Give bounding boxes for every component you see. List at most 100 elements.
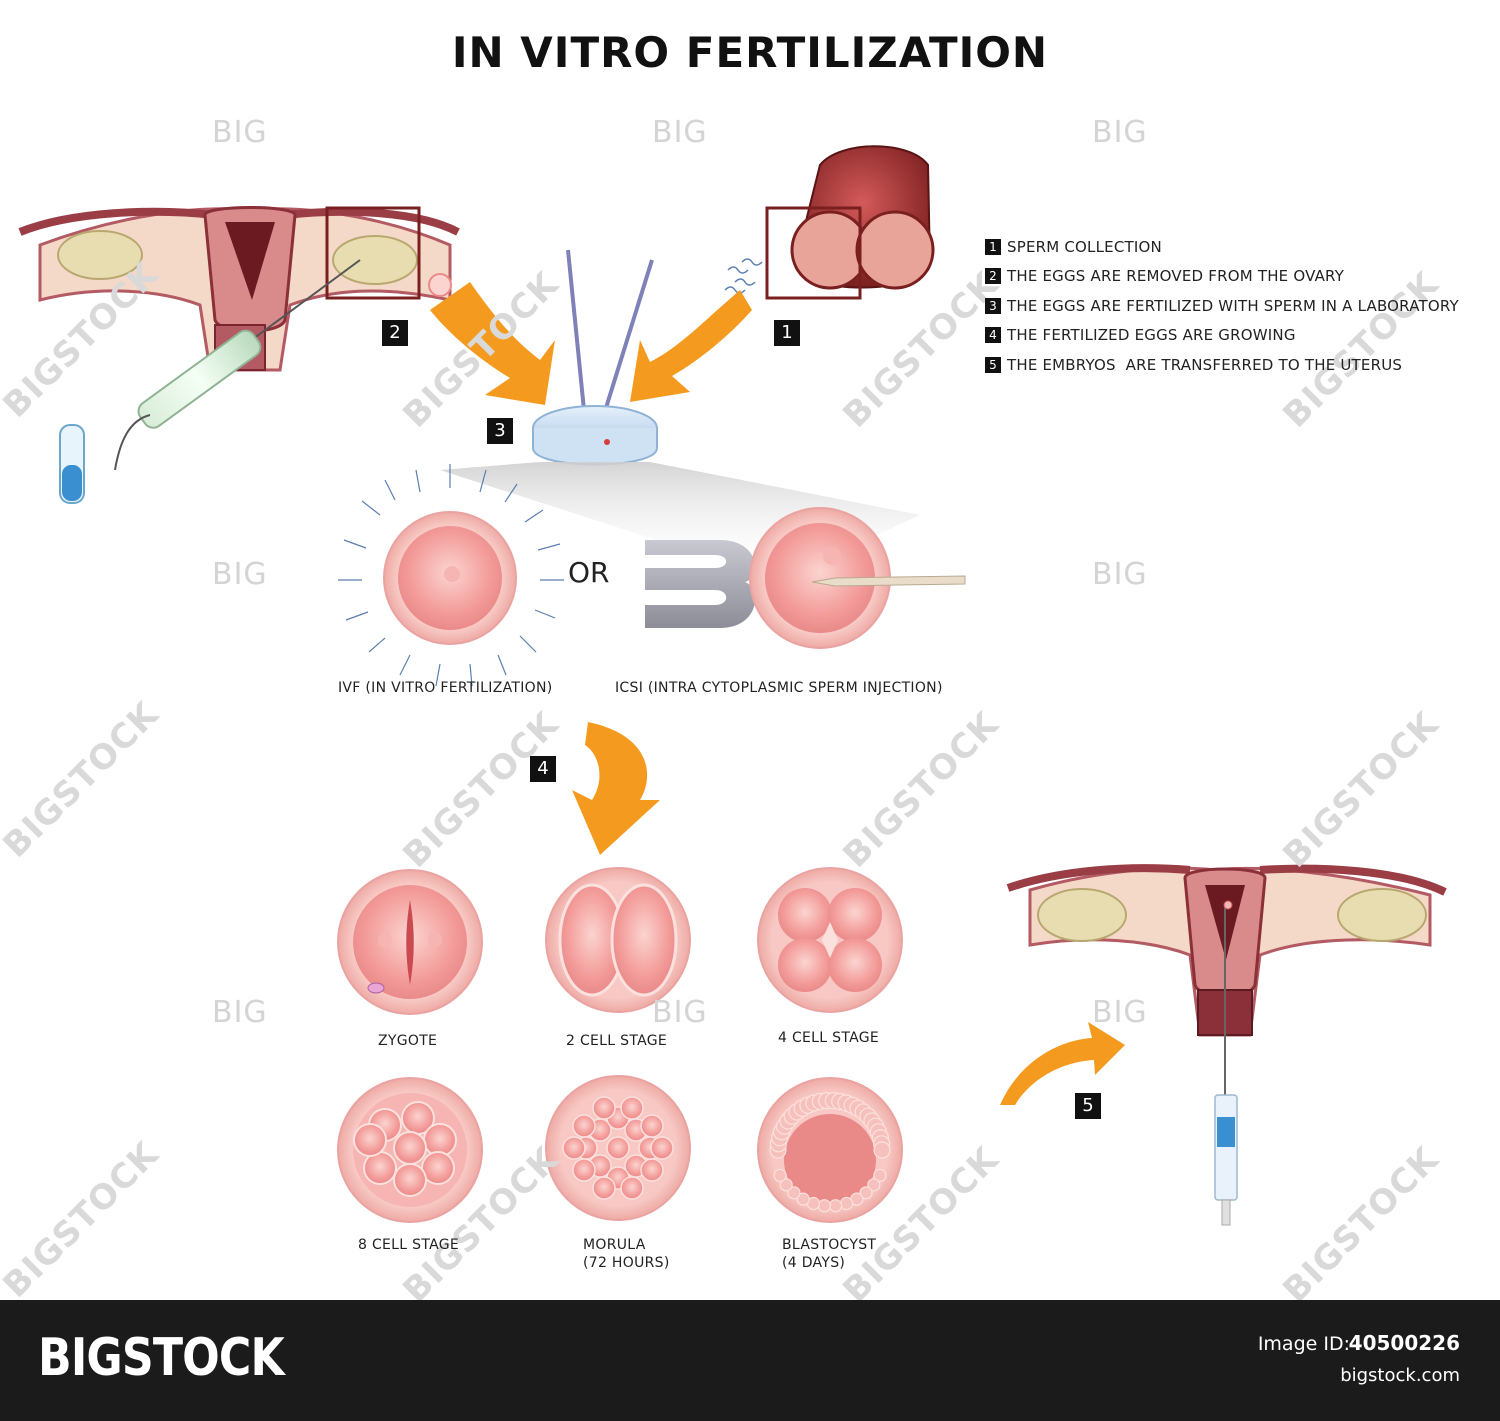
testis-illustration — [724, 145, 935, 300]
dish-egg — [604, 439, 610, 445]
zygote-pronucleus-left — [378, 933, 392, 947]
uterus2-ovary-left — [1037, 888, 1127, 942]
blastocyst-trophoblast-cell — [867, 1178, 881, 1192]
footer-image-id-label-text: Image ID: — [1257, 1333, 1350, 1355]
transfer-syringe-barrel — [1214, 1094, 1238, 1201]
footer-image-id: 40500226 — [1348, 1331, 1460, 1355]
arrow-to-uterus — [1000, 1022, 1125, 1105]
retrieved-egg — [428, 273, 452, 297]
stage-caption-blastocyst: BLASTOCYST (4 DAYS) — [782, 1237, 877, 1271]
transferred-embryo — [1223, 900, 1233, 910]
transfer-syringe-plunger — [1221, 1199, 1231, 1226]
blastocyst-trophoblast-cell — [787, 1186, 801, 1200]
blastocyst-trophoblast-cell — [773, 1168, 787, 1183]
uterus2-ovary-right — [1337, 888, 1427, 942]
footer-url[interactable]: bigstock.com — [1340, 1365, 1460, 1386]
icsi-egg-inner — [765, 523, 875, 633]
morula-cell — [572, 1114, 596, 1138]
page-title: IN VITRO FERTILIZATION — [451, 28, 1049, 77]
blastocyst-cells — [769, 1092, 891, 1213]
stage-four-cell — [757, 867, 903, 1013]
eight-cell-blastomeres — [353, 1101, 457, 1197]
zoom-frame-ovary — [325, 206, 421, 300]
ivf-egg-illustration — [338, 464, 564, 687]
morula-cell — [650, 1136, 674, 1160]
legend-text: SPERM COLLECTION — [1007, 237, 1162, 256]
blastocyst-trophoblast-cell — [828, 1199, 843, 1213]
suction-tube — [114, 414, 151, 471]
four-cell-blastomere-1 — [778, 888, 832, 942]
morula-cell — [620, 1096, 644, 1120]
morula-cell — [592, 1096, 616, 1120]
icsi-caption: ICSI (INTRA CYTOPLASMIC SPERM INJECTION) — [615, 680, 943, 696]
footer-bar: BIGSTOCK Image ID: 40500226 bigstock.com — [0, 1300, 1500, 1421]
step-badge-5: 5 — [1075, 1093, 1101, 1119]
uterus-illustration-right — [1006, 864, 1447, 1226]
blastocyst-trophoblast-cell — [873, 1168, 887, 1183]
blastocyst-trophoblast-cell — [779, 1178, 793, 1192]
stage-blastocyst — [757, 1077, 903, 1223]
holding-pipette — [645, 540, 756, 628]
legend-number: 1 — [985, 238, 1001, 255]
four-cell-blastomere-2 — [828, 888, 882, 942]
uterus-illustration-left — [18, 206, 460, 504]
legend-number: 4 — [985, 327, 1001, 344]
blastocyst-cavity — [784, 1114, 876, 1206]
blastocyst-trophoblast-cell — [817, 1199, 832, 1213]
stage-caption-morula: MORULA (72 HOURS) — [583, 1237, 670, 1271]
injection-needle — [811, 575, 966, 587]
morula-cell — [606, 1136, 630, 1160]
morula-cell — [572, 1158, 596, 1182]
step-badge-1: 1 — [774, 320, 800, 346]
fallopian-tube-left — [18, 207, 216, 236]
legend-text: THE EGGS ARE FERTILIZED WITH SPERM IN A … — [1007, 296, 1459, 315]
test-tube-liquid — [62, 465, 82, 501]
fallopian-tube-right — [284, 207, 460, 236]
uterus2-tube-right — [1259, 864, 1447, 896]
four-cell-center — [822, 922, 838, 958]
ivf-caption: IVF (IN VITRO FERTILIZATION) — [338, 680, 553, 696]
morula-cells — [562, 1096, 674, 1200]
sperm-cluster — [724, 258, 763, 294]
legend-item: 1 SPERM COLLECTION — [985, 232, 1495, 262]
ivf-sperm-halo — [338, 464, 564, 687]
morula-cell — [562, 1136, 586, 1160]
or-separator: OR — [568, 556, 610, 589]
legend-item: 4 THE FERTILIZED EGGS ARE GROWING — [985, 321, 1495, 351]
morula-cell — [640, 1158, 664, 1182]
legend-text: THE FERTILIZED EGGS ARE GROWING — [1007, 326, 1296, 345]
footer-image-id-label: Image ID: — [1258, 1333, 1350, 1355]
transfer-syringe-liquid — [1217, 1117, 1235, 1147]
step-badge-2: 2 — [382, 320, 408, 346]
petri-dish — [532, 249, 658, 466]
stage-eight-cell — [337, 1077, 483, 1223]
stage-zygote — [337, 869, 483, 1015]
zygote-polar-body — [367, 982, 385, 994]
step-badge-4: 4 — [530, 756, 556, 782]
zygote-pronucleus-right — [428, 933, 442, 947]
icsi-egg-nucleus — [823, 547, 841, 565]
stage-caption-four-cell: 4 CELL STAGE — [778, 1030, 880, 1046]
legend-number: 2 — [985, 268, 1001, 285]
zygote-furrow — [406, 900, 414, 985]
morula-cell — [640, 1114, 664, 1138]
uterus2-tube-left — [1006, 864, 1191, 892]
stage-caption-two-cell: 2 CELL STAGE — [566, 1033, 668, 1049]
arrow-sperm-to-dish — [630, 290, 752, 402]
icsi-illustration — [645, 507, 966, 649]
ovary-right — [332, 235, 418, 285]
legend-text: THE EMBRYOS ARE TRANSFERRED TO THE UTERU… — [1007, 355, 1403, 374]
blastocyst-trophoblast-cell — [796, 1192, 810, 1206]
four-cell-blastomere-4 — [828, 938, 882, 992]
ivf-diagram-art — [18, 145, 1447, 1226]
morula-cell — [592, 1176, 616, 1200]
ivf-egg-nucleus — [444, 566, 460, 582]
blastocyst-trophoblast-cell — [859, 1186, 873, 1200]
morula-cell — [620, 1176, 644, 1200]
ovary-left — [57, 230, 143, 280]
legend-item: 2 THE EGGS ARE REMOVED FROM THE OVARY — [985, 262, 1495, 292]
arrow-to-stages — [572, 722, 660, 855]
legend-text: THE EGGS ARE REMOVED FROM THE OVARY — [1007, 267, 1345, 286]
